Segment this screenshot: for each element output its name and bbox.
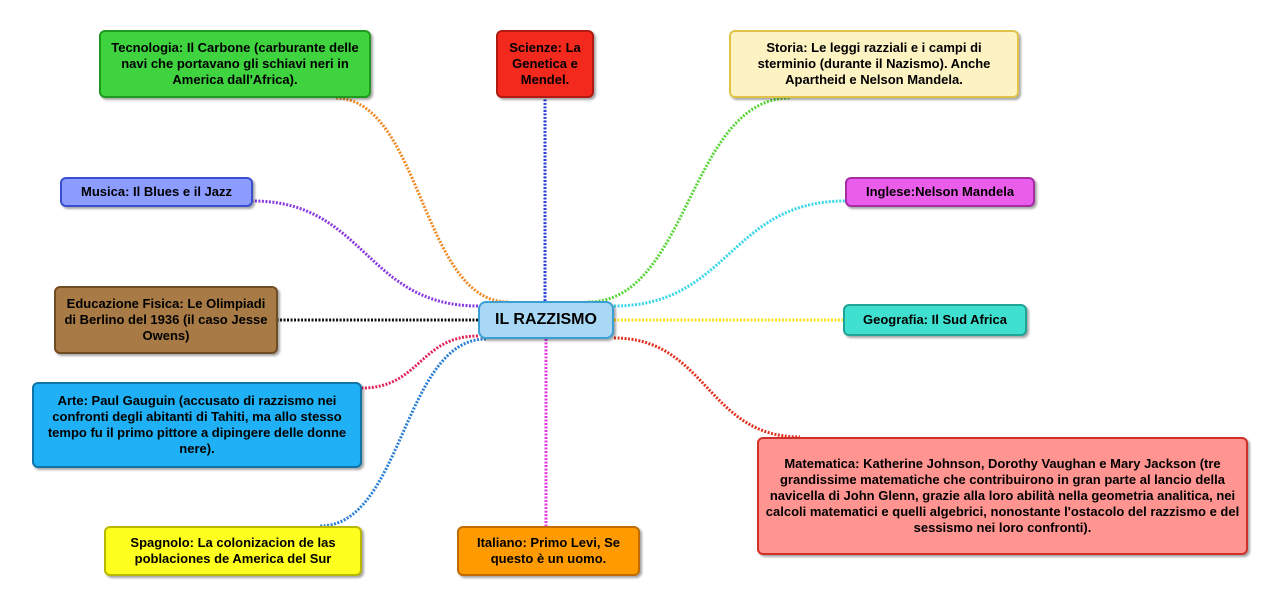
link-musica [252,199,479,308]
link-tecnologia [334,96,509,304]
node-tecnologia[interactable]: Tecnologia: Il Carbone (carburante delle… [99,30,371,98]
link-arte [361,334,479,390]
node-italiano[interactable]: Italiano: Primo Levi, Se questo è un uom… [457,526,640,576]
link-matematica [613,336,801,439]
node-educazione-fisica[interactable]: Educazione Fisica: Le Olimpiadi di Berli… [54,286,278,354]
node-scienze[interactable]: Scienze: La Genetica e Mendel. [496,30,594,98]
link-storia [587,96,791,304]
central-node[interactable]: IL RAZZISMO [478,301,614,339]
node-spagnolo[interactable]: Spagnolo: La colonizacion de las poblaci… [104,526,362,576]
node-matematica[interactable]: Matematica: Katherine Johnson, Dorothy V… [757,437,1248,555]
node-storia[interactable]: Storia: Le leggi razziali e i campi di s… [729,30,1019,98]
node-geografia[interactable]: Geografia: Il Sud Africa [843,304,1027,336]
node-inglese[interactable]: Inglese:Nelson Mandela [845,177,1035,207]
node-musica[interactable]: Musica: Il Blues e il Jazz [60,177,253,207]
node-arte[interactable]: Arte: Paul Gauguin (accusato di razzismo… [32,382,362,468]
link-inglese [613,199,846,308]
